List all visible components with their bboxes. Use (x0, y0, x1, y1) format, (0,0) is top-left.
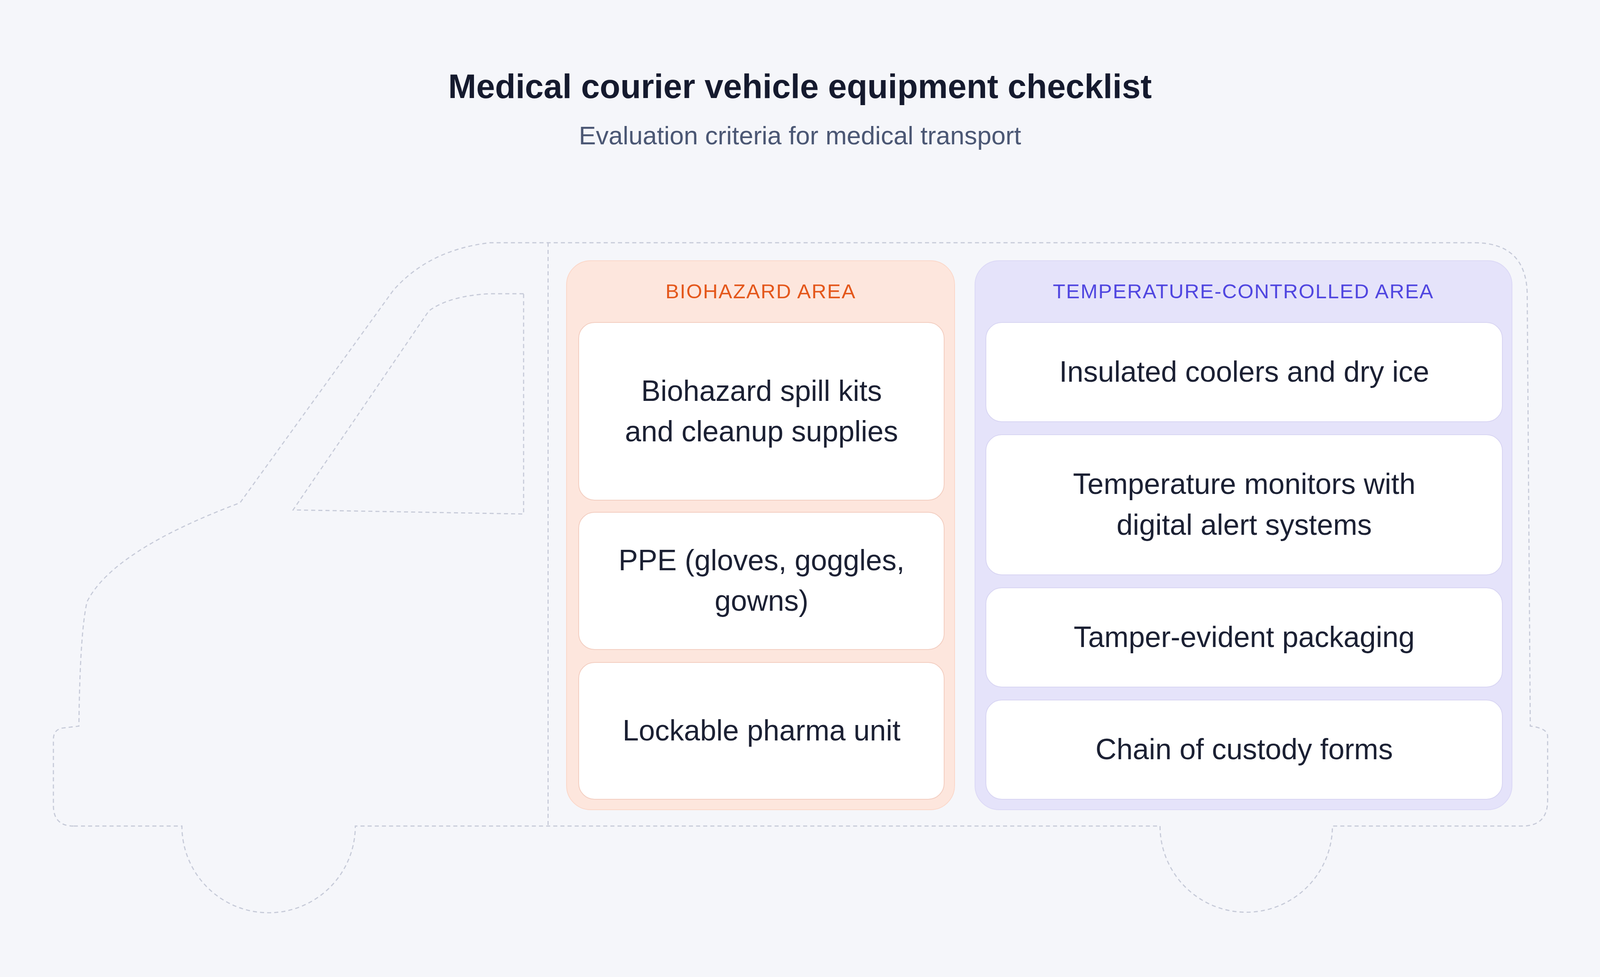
area-panel: BIOHAZARD AREA Biohazard spill kits and c… (566, 260, 955, 811)
equipment-text: Temperature monitors with digital alert … (1037, 463, 1451, 546)
equipment-box: Tamper-evident packaging (985, 587, 1503, 688)
equipment-box: Temperature monitors with digital alert … (985, 434, 1503, 576)
equipment-box: Insulated coolers and dry ice (985, 322, 1503, 423)
equipment-text: Biohazard spill kits and cleanup supplie… (617, 370, 905, 453)
equipment-box: PPE (gloves, goggles, gowns) (578, 511, 945, 650)
cab-divider (547, 242, 549, 827)
equipment-text: PPE (gloves, goggles, gowns) (617, 540, 905, 623)
van-body (53, 242, 1548, 913)
van-window (292, 293, 524, 515)
equipment-box: Biohazard spill kits and cleanup supplie… (578, 322, 945, 501)
equipment-box: Lockable pharma unit (578, 662, 945, 800)
diagram-title: Medical courier vehicle equipment checkl… (0, 64, 1600, 110)
equipment-text: Tamper-evident packaging (1073, 617, 1415, 658)
diagram-subtitle: Evaluation criteria for medical transpor… (0, 119, 1600, 152)
equipment-box: Chain of custody forms (985, 699, 1503, 800)
area-heading: BIOHAZARD AREA (566, 278, 955, 305)
equipment-text: Insulated coolers and dry ice (1059, 351, 1430, 393)
area-panel: TEMPERATURE-CONTROLLED AREA Insulated coo… (974, 260, 1513, 811)
area-heading: TEMPERATURE-CONTROLLED AREA (975, 278, 1512, 305)
equipment-text: Lockable pharma unit (622, 710, 901, 752)
equipment-text: Chain of custody forms (1095, 729, 1394, 771)
